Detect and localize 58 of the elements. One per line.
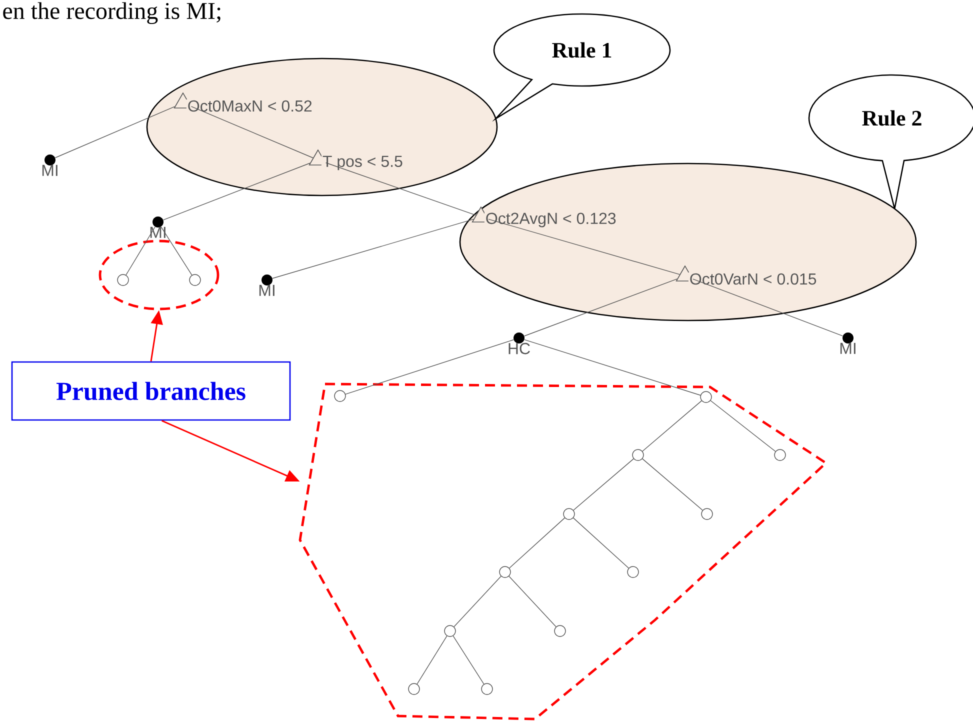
pruned-node-circle (701, 508, 713, 520)
node-label: T pos < 5.5 (322, 156, 402, 170)
pruned-node-circle (444, 625, 456, 637)
tree-branch (573, 518, 630, 568)
callout-bubble: Rule 2 (808, 74, 973, 210)
node-label: Oct0VarN < 0.015 (690, 273, 816, 285)
tree-branch (416, 636, 448, 684)
tree-branch (54, 106, 176, 158)
leaf-node: MI (259, 274, 274, 296)
text-line: en the recording is MI; (3, 2, 220, 24)
pruned-node-circle (774, 449, 786, 461)
node-label: Oct2AvgN < 0.123 (486, 212, 616, 228)
tree-branch (160, 226, 192, 276)
node-label: HC (508, 342, 530, 354)
tree-branch (692, 278, 844, 336)
callout-bubble: Rule 1 (493, 13, 671, 120)
tree-branch (642, 458, 703, 511)
leaf-node: MI (150, 216, 166, 238)
tree-branch (642, 400, 702, 452)
tree-branch (488, 218, 680, 275)
node-label: MI (840, 342, 856, 354)
pruned-node-circle (632, 449, 644, 461)
annotation-box: Pruned branches (11, 361, 291, 421)
node-label: MI (259, 284, 274, 296)
tree-branch (126, 226, 156, 276)
leaf-node: HC (508, 332, 530, 354)
pruned-node-circle (117, 274, 129, 286)
pruned-node-circle (563, 508, 575, 520)
pruned-node-circle (481, 683, 493, 695)
pruned-node-circle (700, 391, 712, 403)
pruned-node-circle (554, 625, 566, 637)
tree-branch (162, 162, 310, 220)
dashed-ellipse (98, 240, 220, 310)
dashed-polygon (298, 382, 828, 720)
tree-branch (325, 162, 476, 216)
tree-branch (573, 458, 634, 511)
pruned-node-circle (627, 566, 639, 578)
tree-branch (272, 218, 474, 279)
tree-branch (190, 106, 314, 158)
node-label: MI (150, 226, 166, 238)
tree-branch (508, 576, 556, 628)
leaf-node: MI (42, 154, 58, 176)
pruned-node-circle (499, 566, 511, 578)
leaf-node: MI (840, 332, 856, 354)
rule-ellipse (459, 162, 917, 322)
tree-branch (710, 400, 776, 452)
tree-branch (345, 339, 514, 395)
tree-branch (524, 278, 678, 336)
tree-branch (509, 518, 566, 568)
pruned-node-circle (334, 390, 346, 402)
tree-branch (454, 576, 502, 628)
node-label: MI (42, 164, 58, 176)
tree-branch (524, 339, 701, 396)
pruned-node-circle (189, 274, 201, 286)
pruned-node-circle (408, 683, 420, 695)
tree-branch (452, 636, 484, 684)
node-label: Oct0MaxN < 0.52 (188, 100, 312, 112)
rule-ellipse (146, 58, 498, 196)
